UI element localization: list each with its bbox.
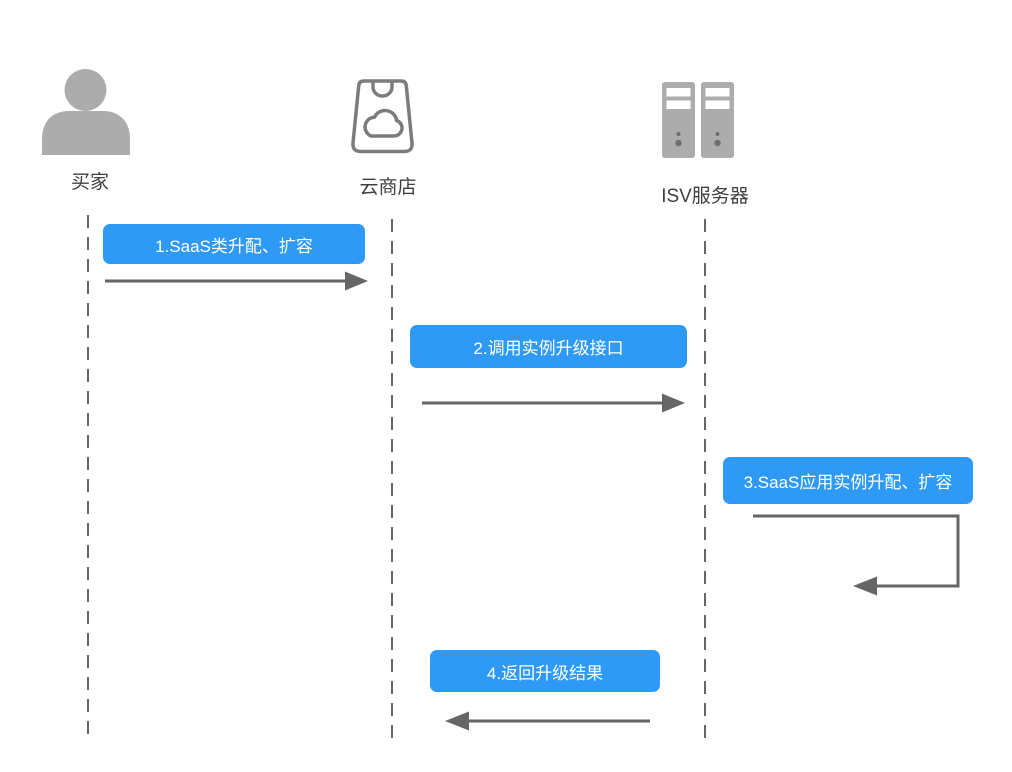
message-arrow-1 <box>105 271 368 291</box>
server-towers-icon <box>662 82 734 158</box>
message-box-4: 4.返回升级结果 <box>430 650 660 692</box>
message-arrow-2 <box>422 393 685 413</box>
person-icon <box>42 69 130 155</box>
actor-label-isv: ISV服务器 <box>661 186 749 207</box>
message-box-1: 1.SaaS类升配、扩容 <box>103 224 365 264</box>
message-arrow-4 <box>445 711 650 731</box>
message-box-2: 2.调用实例升级接口 <box>410 325 687 368</box>
message-box-3: 3.SaaS应用实例升配、扩容 <box>723 457 973 504</box>
actor-label-buyer: 买家 <box>70 172 109 193</box>
shopping-bag-cloud-icon <box>351 79 414 154</box>
actor-label-store: 云商店 <box>359 177 417 198</box>
message-arrow-3-self-loop <box>753 514 960 596</box>
